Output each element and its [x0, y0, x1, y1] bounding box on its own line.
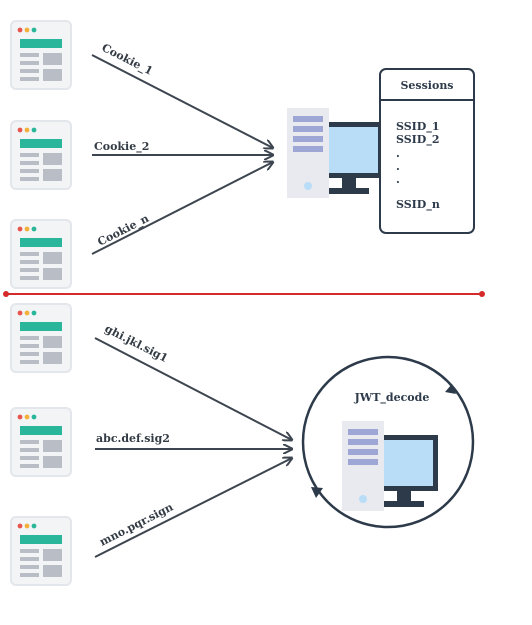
- session-item: SSID_1: [396, 120, 439, 134]
- browser-icon: [10, 120, 72, 190]
- token-n-arrow: [94, 458, 292, 558]
- cookie-1-arrow: [91, 54, 273, 148]
- token-1-arrow: [94, 337, 292, 440]
- jwt-decode-label: JWT_decode: [354, 391, 430, 405]
- browser-icon: [10, 303, 72, 373]
- token-n-label: mno.pqr.sign: [97, 500, 175, 548]
- cookie-n-label: Cookie_n: [95, 212, 151, 250]
- cycle-arrowhead-icon: [445, 384, 456, 394]
- cycle-arrowhead-icon: [311, 487, 323, 498]
- cookie-n-arrow: [91, 162, 273, 255]
- divider-endpoint: [479, 291, 485, 297]
- session-item: .: [396, 147, 400, 160]
- server-icon: [287, 108, 383, 198]
- sessions-box: [379, 68, 475, 234]
- browser-icon: [10, 516, 72, 586]
- browser-icon: [10, 219, 72, 289]
- cookie-2-label: Cookie_2: [94, 140, 149, 154]
- token-2-label: abc.def.sig2: [96, 432, 170, 445]
- session-item: SSID_n: [396, 198, 440, 212]
- divider-endpoint: [3, 291, 9, 297]
- sessions-title: Sessions: [400, 79, 453, 92]
- session-item: .: [396, 173, 400, 186]
- browser-icon: [10, 407, 72, 477]
- session-item: SSID_2: [396, 133, 439, 147]
- browser-icon: [10, 20, 72, 90]
- session-item: .: [396, 160, 400, 173]
